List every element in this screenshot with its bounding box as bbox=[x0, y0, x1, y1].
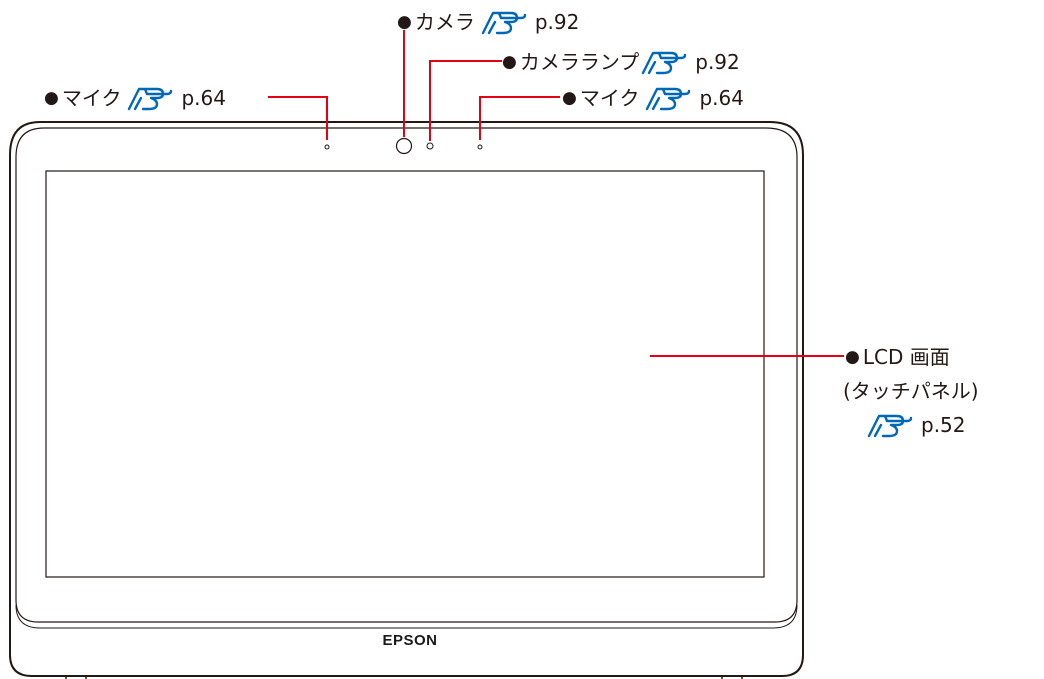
callout-bullet: ● bbox=[502, 52, 517, 72]
callout-mic-right: ● マイク p.64 bbox=[562, 85, 744, 111]
callout-camera: ● カメラ p.92 bbox=[397, 9, 579, 35]
camera-lamp-label: カメラランプ bbox=[519, 50, 640, 74]
mic-left-page-ref[interactable]: p.64 bbox=[181, 86, 226, 110]
mic-right-label: マイク bbox=[579, 86, 640, 110]
pointing-hand-icon bbox=[867, 412, 913, 438]
lcd-sublabel-row: (タッチパネル) bbox=[843, 374, 979, 408]
pointing-hand-icon bbox=[127, 85, 173, 111]
camera-lamp-dot bbox=[426, 142, 434, 150]
callout-bullet: ● bbox=[397, 12, 412, 32]
leader-mic-left bbox=[268, 96, 328, 140]
leader-camera-lamp bbox=[429, 60, 502, 141]
camera-lamp-page-ref[interactable]: p.92 bbox=[695, 50, 740, 74]
brand-logo: EPSON bbox=[382, 632, 438, 649]
lcd-label: LCD 画面 bbox=[862, 345, 950, 369]
pointing-hand-icon bbox=[641, 49, 687, 75]
device-outer-bezel bbox=[9, 121, 804, 677]
device-inner-bezel bbox=[15, 127, 798, 623]
callout-bullet: ● bbox=[44, 88, 59, 108]
mic-right-page-ref[interactable]: p.64 bbox=[699, 86, 744, 110]
mic-right-hole bbox=[477, 144, 483, 150]
lcd-title-row: ● LCD 画面 bbox=[845, 340, 979, 374]
lcd-page-ref[interactable]: p.52 bbox=[921, 413, 966, 437]
callout-mic-left: ● マイク p.64 bbox=[44, 85, 226, 111]
device-chin-line bbox=[15, 604, 798, 629]
pointing-hand-icon bbox=[645, 85, 691, 111]
camera-lens bbox=[395, 137, 413, 155]
lcd-page-row: p.52 bbox=[867, 408, 979, 442]
mic-left-label: マイク bbox=[61, 86, 122, 110]
callout-bullet: ● bbox=[845, 347, 860, 367]
leader-mic-right bbox=[479, 96, 560, 140]
pointing-hand-icon bbox=[481, 9, 527, 35]
callout-lcd: ● LCD 画面 (タッチパネル) p.52 bbox=[843, 340, 979, 442]
mic-left-hole bbox=[324, 144, 330, 150]
camera-label: カメラ bbox=[414, 10, 475, 34]
callout-bullet: ● bbox=[562, 88, 577, 108]
callout-camera-lamp: ● カメラランプ p.92 bbox=[502, 49, 740, 75]
lcd-sublabel: (タッチパネル) bbox=[843, 379, 979, 403]
camera-page-ref[interactable]: p.92 bbox=[534, 10, 580, 34]
lcd-screen bbox=[45, 170, 765, 578]
